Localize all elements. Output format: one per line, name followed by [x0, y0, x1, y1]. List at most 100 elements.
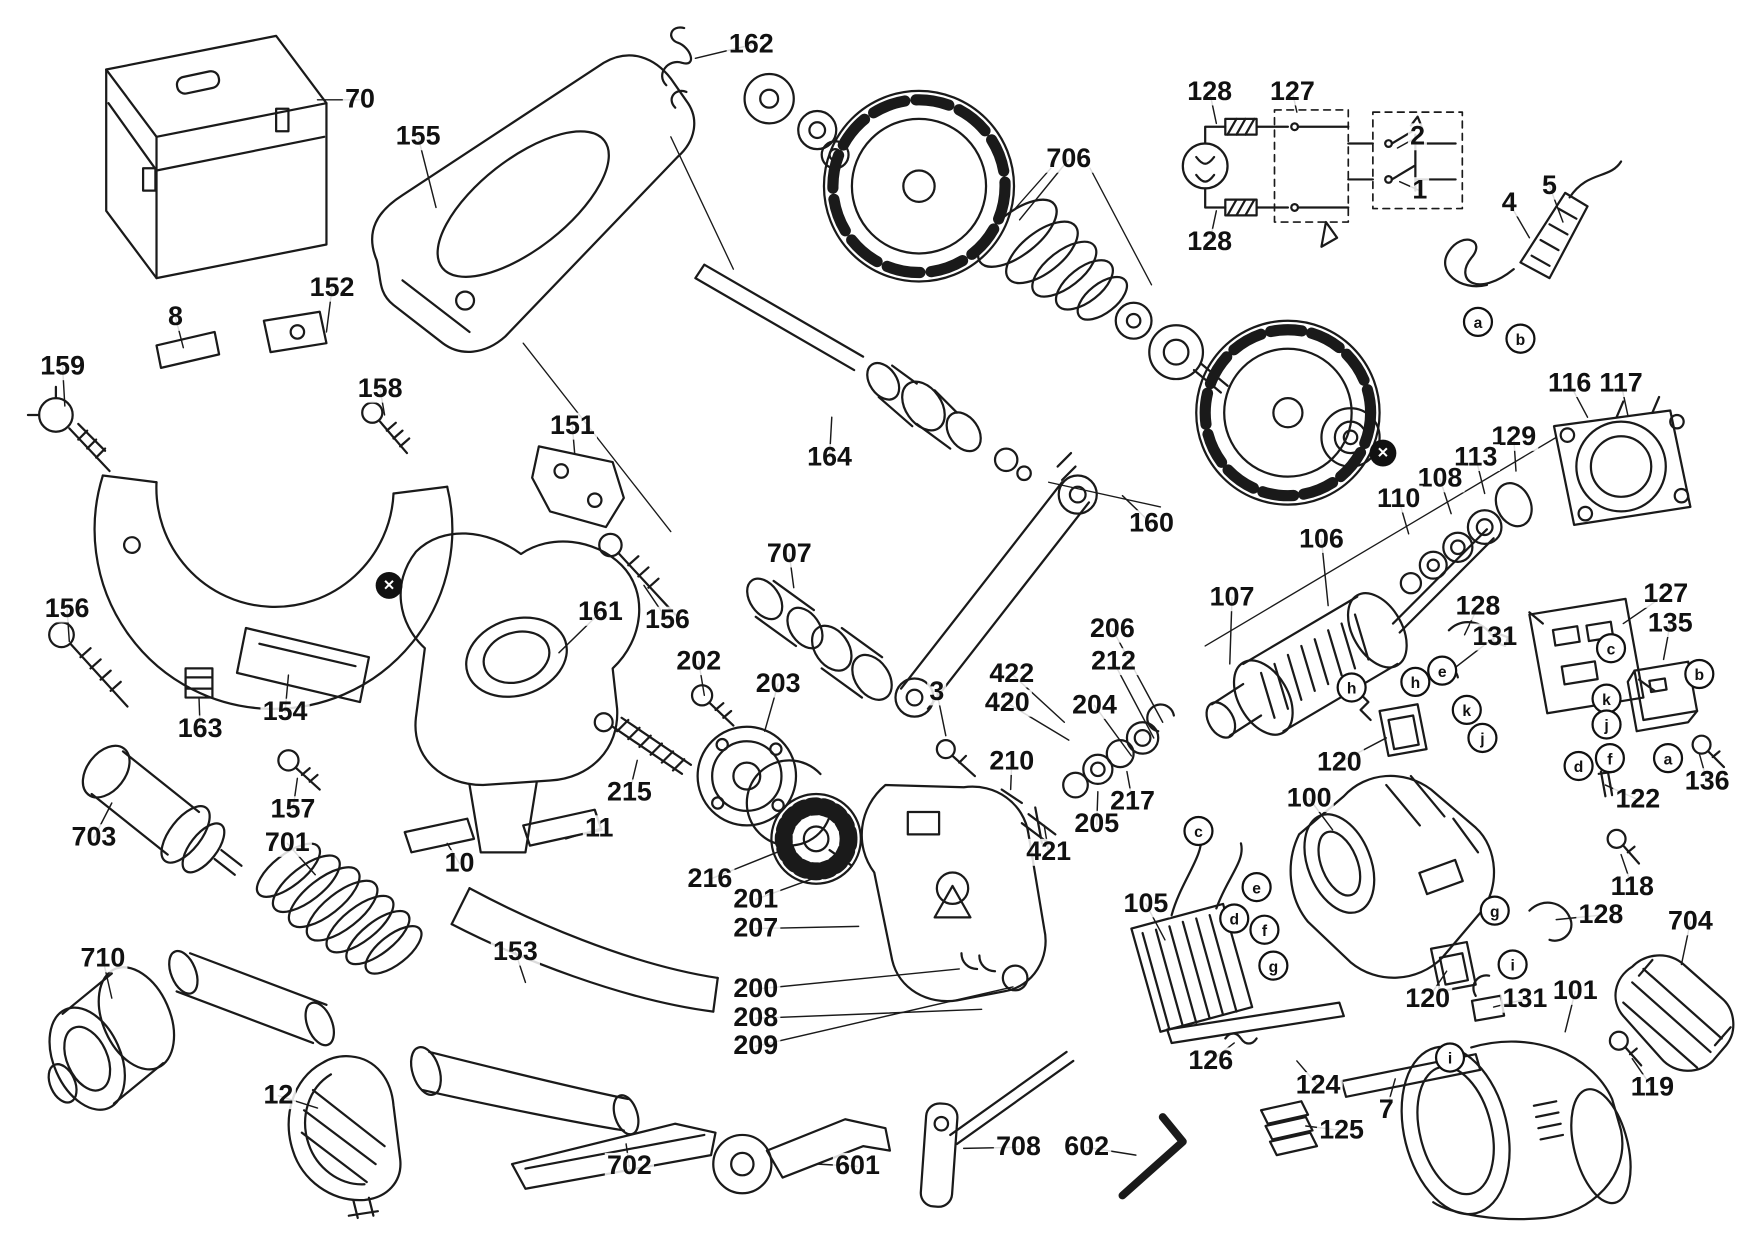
wire-128-art	[1528, 901, 1573, 942]
part-label-708: 708	[993, 1133, 1044, 1161]
screw-156-left-art	[48, 621, 129, 708]
clamp-band-12-art	[287, 1055, 402, 1220]
part-label-202: 202	[674, 648, 724, 676]
part-label-10: 10	[442, 850, 477, 877]
tube-art	[168, 949, 336, 1047]
file-702-art	[510, 1122, 717, 1190]
part-label-158: 158	[355, 375, 405, 403]
plate-8-art	[155, 330, 221, 369]
part-label-122: 122	[1613, 786, 1663, 814]
letter-marker-g: g	[1258, 950, 1289, 981]
part-label-706: 706	[1044, 145, 1094, 173]
nut-163-art	[184, 667, 214, 699]
letter-marker-h: h	[1336, 672, 1367, 703]
screw-119-art	[1608, 1030, 1643, 1067]
letter-marker-c: c	[1183, 815, 1214, 847]
toolbox-art	[105, 34, 328, 280]
armature-107-art	[1205, 528, 1495, 739]
letter-marker-e: e	[1427, 655, 1458, 686]
construction-lines-art	[522, 136, 1557, 647]
letter-marker-j: j	[1591, 709, 1622, 740]
part-label-70: 70	[342, 86, 378, 114]
part-label-208: 208	[731, 1004, 781, 1032]
side-handle-703-art	[81, 744, 243, 876]
letter-marker-d: d	[1563, 750, 1594, 782]
part-label-421: 421	[1024, 838, 1074, 866]
part-label-136: 136	[1682, 768, 1732, 796]
part-label-160: 160	[1126, 510, 1177, 538]
part-label-118: 118	[1608, 873, 1657, 901]
spindle-164-art	[694, 263, 1032, 482]
cylinders-707-art	[746, 577, 893, 701]
screw-136-art	[1691, 734, 1726, 769]
part-label-106: 106	[1296, 525, 1347, 553]
shoe-154-art	[235, 626, 371, 704]
not-available-marker: ✕	[1369, 439, 1397, 467]
gear-arm-housing-art	[399, 532, 641, 854]
guide-shoe-153-art	[409, 887, 719, 1136]
part-label-101: 101	[1550, 977, 1600, 1005]
part-label-157: 157	[268, 796, 318, 824]
part-label-135: 135	[1645, 610, 1695, 638]
part-label-204: 204	[1069, 691, 1120, 719]
spring-162-art	[661, 26, 693, 109]
part-label-128: 128	[1185, 228, 1235, 256]
part-label-205: 205	[1072, 810, 1122, 838]
bellows-701-art	[255, 842, 423, 975]
letter-marker-i: i	[1434, 1042, 1466, 1073]
part-label-702: 702	[604, 1152, 655, 1180]
part-label-7: 7	[1376, 1096, 1396, 1124]
part-label-163: 163	[175, 715, 225, 743]
part-label-2: 2	[1407, 123, 1428, 151]
part-label-602: 602	[1062, 1133, 1112, 1161]
part-label-128: 128	[1185, 78, 1235, 106]
cutting-disc-upper-art	[822, 89, 1016, 283]
knob-159-art	[26, 385, 111, 473]
part-label-703: 703	[69, 824, 119, 852]
part-label-155: 155	[393, 123, 443, 151]
part-label-107: 107	[1207, 584, 1257, 612]
power-cord-art	[1444, 160, 1623, 288]
part-label-206: 206	[1087, 615, 1138, 643]
part-label-210: 210	[987, 747, 1037, 775]
part-label-153: 153	[490, 938, 541, 966]
part-label-217: 217	[1107, 788, 1158, 816]
spindle-parts-art	[1000, 703, 1175, 845]
hex-key-602-art	[1118, 1113, 1187, 1200]
letter-marker-i: i	[1497, 949, 1528, 980]
part-label-203: 203	[753, 670, 803, 698]
part-label-601: 601	[832, 1152, 883, 1180]
part-label-156: 156	[42, 595, 92, 623]
part-label-701: 701	[262, 829, 312, 857]
part-label-116: 116	[1545, 370, 1594, 398]
part-label-119: 119	[1628, 1074, 1677, 1102]
part-label-420: 420	[982, 689, 1032, 717]
guard-152-art	[93, 310, 454, 710]
part-label-1: 1	[1410, 177, 1430, 205]
part-label-5: 5	[1539, 172, 1560, 200]
screw-157-art	[277, 749, 321, 791]
dust-tray-155-art	[371, 54, 696, 353]
part-label-215: 215	[604, 779, 655, 807]
letter-marker-c: c	[1595, 633, 1627, 664]
gearbox-3-art	[860, 739, 1047, 1003]
part-label-707: 707	[764, 540, 814, 568]
letter-marker-e: e	[1241, 871, 1272, 903]
part-label-4: 4	[1499, 189, 1519, 217]
letter-marker-f: f	[1594, 742, 1625, 774]
wiring-schematic-art	[1181, 109, 1464, 248]
part-label-207: 207	[731, 915, 781, 943]
bearing-flange-116-art	[1552, 395, 1692, 526]
letter-marker-g: g	[1479, 895, 1510, 926]
part-label-11: 11	[582, 815, 616, 843]
part-label-164: 164	[804, 444, 855, 472]
cover-704-art	[1614, 954, 1735, 1072]
part-label-212: 212	[1088, 648, 1139, 676]
part-label-201: 201	[731, 885, 781, 913]
plate-7-art	[1340, 1053, 1482, 1098]
screw-202-art	[690, 684, 735, 727]
part-label-117: 117	[1597, 370, 1645, 398]
